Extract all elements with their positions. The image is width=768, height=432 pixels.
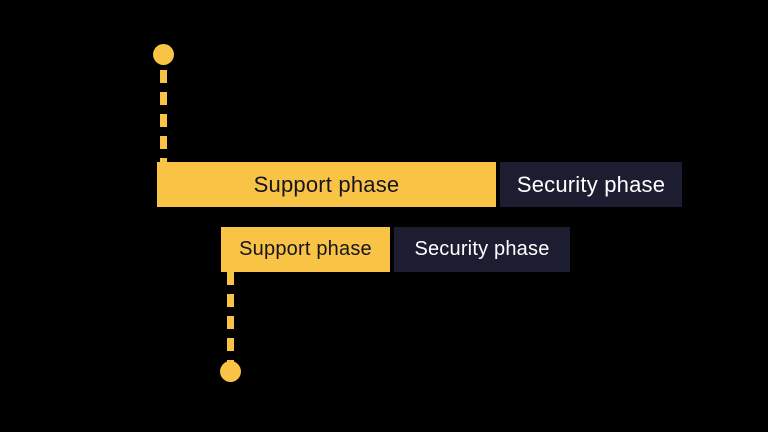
support-phase-label: Support phase bbox=[253, 171, 400, 197]
security-phase-bar-row2: Security phase bbox=[394, 227, 570, 272]
support-phase-label: Support phase bbox=[239, 238, 372, 260]
dashed-connector-icon bbox=[160, 70, 167, 162]
support-phase-bar-row1: Support phase bbox=[157, 162, 496, 207]
security-phase-label: Security phase bbox=[516, 171, 666, 197]
security-phase-label: Security phase bbox=[414, 238, 550, 260]
security-phase-bar-row1: Security phase bbox=[500, 162, 682, 207]
support-phase-bar-row2: Support phase bbox=[221, 227, 390, 272]
milestone-dot-icon bbox=[153, 44, 174, 65]
dashed-connector-icon bbox=[227, 272, 234, 364]
milestone-dot-icon bbox=[220, 361, 241, 382]
